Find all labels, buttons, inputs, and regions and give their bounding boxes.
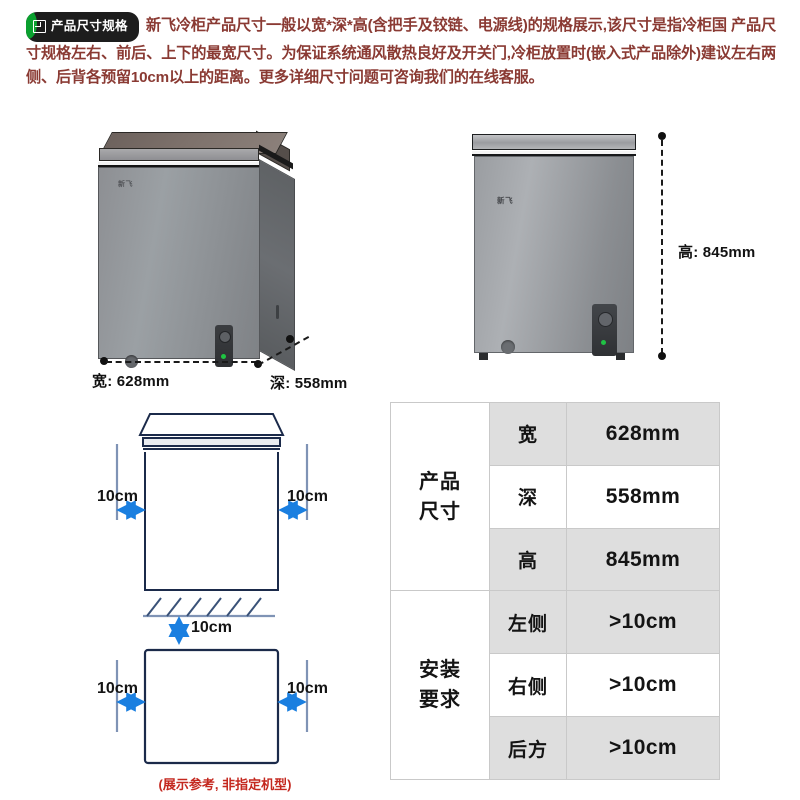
brand-logo-right: 新飞 [497, 196, 514, 205]
power-led-indicator-front [601, 340, 606, 345]
spec-key-height: 高 [489, 527, 567, 592]
height-dim-line [661, 140, 663, 354]
spec-key-right-side: 右侧 [489, 653, 567, 718]
front-right-gap-label: 10cm [287, 488, 328, 505]
table-row: 高 845mm [391, 527, 720, 592]
intro-paragraph-text: 新飞冷柜产品尺寸一般以宽*深*高(含把手及铰链、电源线)的规格展示,该尺寸是指冷… [26, 16, 776, 86]
side-handle-slot [276, 305, 279, 319]
brand-logo-left: 新飞 [118, 181, 133, 188]
table-row: 后方 >10cm [391, 716, 720, 780]
freezer-lid-front-face [99, 148, 259, 161]
height-dim-label: 高: 845mm [678, 244, 756, 261]
freezer-body: 新飞 [474, 156, 634, 356]
freezer-perspective-image: 新飞 [96, 130, 301, 371]
group-label-product-size: 产品 尺寸 [390, 401, 490, 592]
width-dim-label: 宽: 628mm [92, 373, 170, 390]
drain-plug-icon-front [501, 340, 515, 354]
spec-badge-label: 产品尺寸规格 [51, 19, 128, 33]
spec-value-back: >10cm [566, 716, 720, 780]
width-dim-line [106, 361, 257, 363]
control-panel-front [592, 304, 617, 356]
product-photo-area: 新飞 宽: 628mm 深: 558mm 新飞 高: 845mm [0, 110, 800, 395]
top-right-gap-label: 10cm [287, 680, 328, 697]
group-label-install-req: 安装 要求 [390, 590, 490, 780]
intro-block: 产品尺寸规格新飞冷柜产品尺寸一般以宽*深*高(含把手及铰链、电源线)的规格展示,… [26, 12, 776, 91]
front-left-gap-label: 10cm [97, 488, 138, 505]
spec-key-width: 宽 [489, 402, 567, 466]
freezer-foot-right [616, 353, 625, 360]
intro-paragraph: 产品尺寸规格新飞冷柜产品尺寸一般以宽*深*高(含把手及铰链、电源线)的规格展示,… [26, 12, 776, 91]
front-view-outline [138, 413, 285, 591]
thermostat-knob-icon [219, 331, 231, 343]
depth-dim-label: 深: 558mm [270, 375, 348, 392]
spec-table: 产品 尺寸 宽 628mm 深 558mm 高 845mm 安装 要求 左侧 >… [390, 401, 720, 780]
spec-badge: 产品尺寸规格 [26, 12, 139, 42]
clearance-diagram-svg [115, 413, 309, 765]
group-label-line2: 要求 [419, 689, 461, 712]
table-row: 安装 要求 左侧 >10cm [390, 590, 720, 780]
back-gap-label: 10cm [191, 619, 232, 636]
table-row: 产品 尺寸 宽 628mm [390, 401, 720, 592]
height-dim-dot-top [658, 132, 666, 140]
depth-dim-dot-end [286, 335, 294, 343]
group-label-line2: 尺寸 [419, 500, 461, 523]
spec-key-left-side: 左侧 [489, 590, 567, 655]
power-led-indicator [221, 354, 226, 359]
spec-value-left-side: >10cm [566, 590, 720, 655]
top-left-gap-label: 10cm [97, 680, 138, 697]
table-row: 深 558mm [391, 464, 720, 529]
thermostat-knob-icon-front [598, 312, 613, 327]
group-label-line1: 安装 [419, 659, 461, 682]
diagram-caption: (展示参考, 非指定机型) [158, 777, 292, 792]
spec-value-depth: 558mm [566, 464, 720, 529]
width-dim-dot-end [254, 360, 262, 368]
spec-key-back: 后方 [489, 716, 567, 780]
group-label-line1: 产品 [419, 470, 461, 493]
spec-key-depth: 深 [489, 464, 567, 529]
spec-value-right-side: >10cm [566, 653, 720, 718]
freezer-front-image: 新飞 [470, 134, 638, 364]
height-dim-dot-bottom [658, 352, 666, 360]
freezer-lid-seam [472, 151, 636, 156]
spec-value-height: 845mm [566, 527, 720, 592]
freezer-front-panel [98, 167, 260, 368]
width-dim-dot-start [100, 357, 108, 365]
freezer-seam-front [98, 162, 260, 167]
freezer-foot-left [479, 353, 488, 360]
top-view-outline [143, 648, 280, 765]
document-spec-icon [33, 19, 46, 33]
clearance-diagram: 10cm 10cm 10cm 10cm 10cm (展示参考, 非指定机型) [75, 402, 375, 792]
freezer-lid [472, 134, 636, 150]
spec-value-width: 628mm [566, 402, 720, 466]
control-panel [215, 325, 233, 367]
